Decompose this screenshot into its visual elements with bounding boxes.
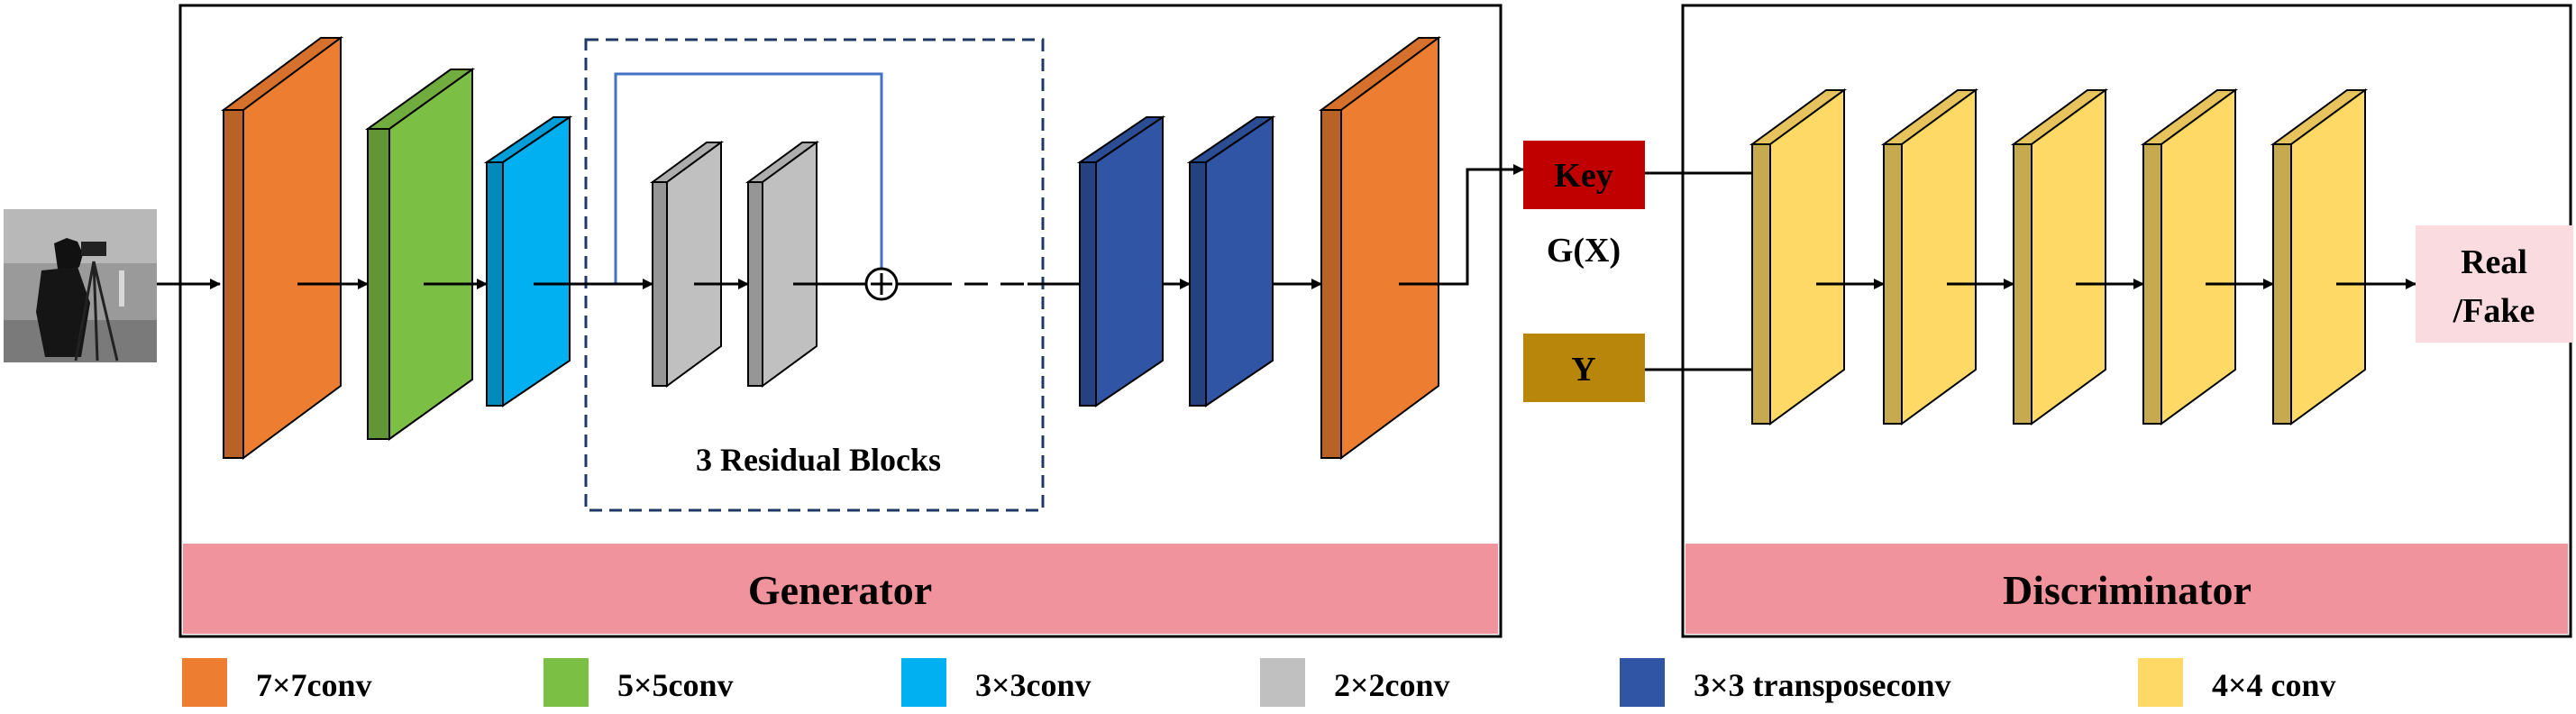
y-label: Y: [1571, 351, 1595, 389]
legend-label: 3×3 transposeconv: [1694, 667, 1951, 703]
legend-swatch: [182, 658, 227, 707]
block-3x3: [483, 115, 573, 407]
legend-item: 2×2conv: [1260, 658, 1450, 707]
sum-node: [864, 267, 899, 301]
block-4x4-c: [2010, 88, 2109, 426]
block-trans-a: [1076, 115, 1166, 407]
connectors: [157, 164, 2416, 371]
input-image: [4, 209, 157, 362]
legend-swatch: [1260, 658, 1305, 707]
key-box: [1523, 141, 1645, 209]
legend-label: 3×3conv: [975, 667, 1092, 703]
legend: 7×7conv 5×5conv 3×3conv 2×2conv 3×3 transpos…: [182, 658, 2336, 707]
legend-item: 5×5conv: [544, 658, 734, 707]
block-4x4-a: [1749, 88, 1848, 426]
legend-label: 7×7conv: [256, 667, 372, 703]
generator-label: Generator: [748, 567, 932, 613]
output-label-real: Real: [2461, 243, 2527, 281]
discriminator-label-bar: [1685, 544, 2568, 634]
legend-item: 3×3conv: [901, 658, 1092, 707]
gx-label: G(X): [1547, 232, 1621, 270]
discriminator-label: Discriminator: [2003, 567, 2252, 613]
block-4x4-e: [2270, 88, 2369, 426]
block-2x2-a: [649, 141, 725, 388]
output-box: [2416, 225, 2573, 343]
legend-item: 3×3 transposeconv: [1620, 658, 1951, 707]
block-7x7-a: [220, 36, 344, 460]
residual-label: 3 Residual Blocks: [696, 442, 941, 478]
block-4x4-d: [2140, 88, 2239, 426]
block-5x5: [364, 68, 476, 441]
legend-label: 2×2conv: [1334, 667, 1450, 703]
generator-frame: [178, 4, 1503, 638]
legend-label: 4×4 conv: [2212, 667, 2336, 703]
y-box: [1523, 334, 1645, 402]
generator-label-bar: [183, 544, 1498, 634]
block-4x4-b: [1880, 88, 1979, 426]
legend-swatch: [1620, 658, 1665, 707]
layer-blocks: [220, 36, 2369, 460]
legend-item: 4×4 conv: [2138, 658, 2336, 707]
skip-connection-line: [614, 72, 883, 284]
legend-swatch: [2138, 658, 2183, 707]
legend-swatch: [901, 658, 946, 707]
residual-block-box: [584, 38, 1045, 512]
output-label-fake: /Fake: [2453, 292, 2535, 330]
block-7x7-b: [1318, 36, 1442, 460]
legend-item: 7×7conv: [182, 658, 372, 707]
key-label: Key: [1554, 157, 1612, 195]
legend-swatch: [544, 658, 589, 707]
block-trans-b: [1186, 115, 1276, 407]
legend-label: 5×5conv: [617, 667, 734, 703]
block-2x2-b: [744, 141, 820, 388]
